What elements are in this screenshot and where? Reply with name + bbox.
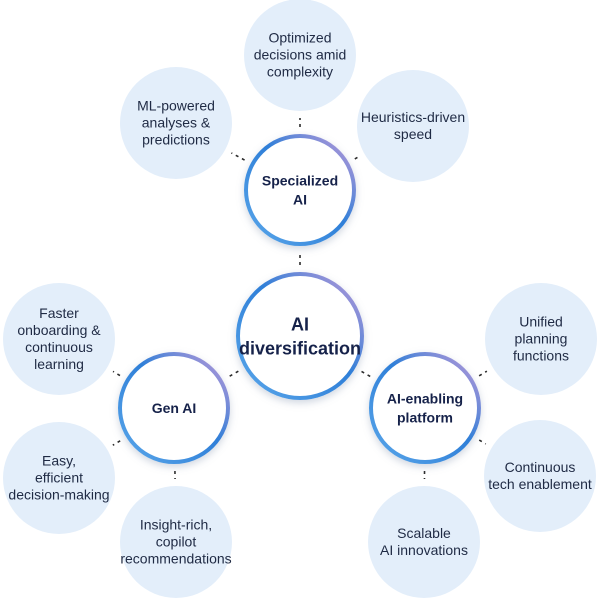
bubble-label-line: speed: [394, 126, 432, 142]
bubble-label-line: Unified: [519, 314, 563, 330]
bubble-circle: [120, 67, 232, 179]
bubble-label-line: onboarding &: [17, 322, 101, 338]
bubble-circle: [368, 486, 480, 598]
hub-ai-enabling-platform-ring: [369, 352, 481, 464]
connector-gen-ai-1: [112, 440, 121, 446]
bubble-circle: [484, 420, 596, 532]
bubble-label-line: AI innovations: [380, 542, 468, 558]
center-ai-diversification-ring: [236, 272, 364, 400]
bubble-label-line: Insight-rich,: [140, 517, 212, 533]
connector-gen-ai-0: [112, 370, 121, 377]
center-node: AI diversification: [236, 272, 364, 400]
connector-center-gen-ai: [228, 370, 239, 378]
hub-specialized-ring: [244, 134, 356, 246]
bubble-label-line: complexity: [267, 64, 333, 80]
hub-ai-enabling-platform: AI-enabling platform: [369, 352, 481, 464]
bubble-label-line: Faster: [39, 305, 79, 321]
bubble-label-line: learning: [34, 356, 84, 372]
bubble-label-line: ML-powered: [137, 98, 215, 114]
connector-specialized-1: [231, 152, 245, 161]
hub-label-line: platform: [397, 409, 453, 425]
bubble-label-line: planning: [515, 331, 568, 347]
hub-gen-ai: Gen AI: [118, 352, 230, 464]
bubble-label-line: copilot: [156, 534, 197, 550]
center-label: AI diversification: [239, 314, 361, 358]
bubble-label-line: decisions amid: [254, 47, 347, 63]
bubble-label-line: Easy,: [42, 453, 76, 469]
bubble-label-line: Heuristics-driven: [361, 109, 465, 125]
bubble-circle: [3, 283, 115, 395]
connector-ai-enabling-platform-0: [478, 370, 488, 377]
bubble-label-line: Optimized: [268, 30, 331, 46]
bubble-label-line: Scalable: [397, 525, 451, 541]
hub-label-line: Gen AI: [152, 400, 197, 416]
hub-gen-ai-disc: [118, 352, 230, 464]
center-label-line: diversification: [239, 338, 361, 358]
hub-specialized-disc: [244, 134, 356, 246]
hub-label: Gen AI: [152, 400, 197, 416]
bubble-label-line: decision-making: [8, 487, 109, 503]
hub-label: AI-enabling platform: [387, 390, 463, 425]
center-ai-diversification-disc: [236, 272, 364, 400]
connector-ai-enabling-platform-1: [478, 439, 487, 445]
center-ai-diversification: AI diversification: [236, 272, 364, 400]
bubble-circle: [485, 283, 597, 395]
bubble-circle: [3, 422, 115, 534]
bubble-circle: [244, 0, 356, 111]
bubble-circle: [120, 486, 232, 598]
hub-ai-enabling-platform-disc: [369, 352, 481, 464]
connector-center-ai-enabling-platform: [361, 370, 371, 378]
bubble-label-line: recommendations: [120, 551, 231, 567]
bubble-label-line: predictions: [142, 132, 210, 148]
hub-label-line: AI-enabling: [387, 390, 463, 406]
hub-label-line: AI: [293, 191, 307, 207]
bubble-label-line: continuous: [25, 339, 93, 355]
connectors: [112, 118, 488, 480]
hub-label-line: Specialized: [262, 172, 338, 188]
bubble-label-line: analyses &: [142, 115, 211, 131]
bubble-circle: [357, 70, 469, 182]
bubble-label-line: Continuous: [505, 459, 576, 475]
center-label-line: AI: [291, 314, 309, 334]
bubble-label-line: efficient: [35, 470, 83, 486]
connector-specialized-2: [354, 156, 359, 160]
bubble-label-line: tech enablement: [488, 476, 592, 492]
bubble-label-line: functions: [513, 348, 569, 364]
hub-gen-ai-ring: [118, 352, 230, 464]
